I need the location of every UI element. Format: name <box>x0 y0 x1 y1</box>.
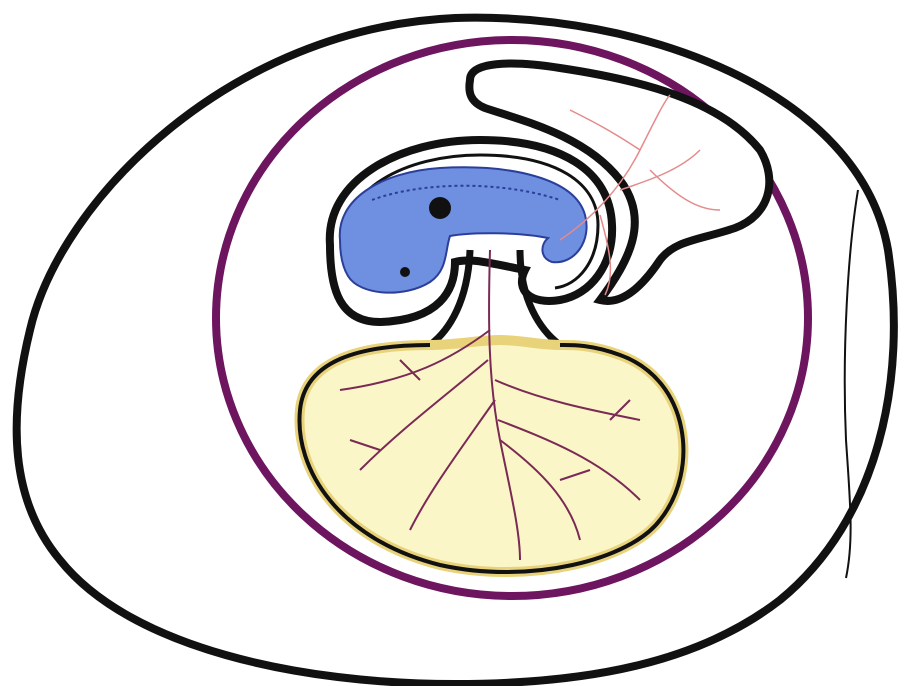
embryo-spot <box>400 267 410 277</box>
embryo-eye <box>429 197 451 219</box>
